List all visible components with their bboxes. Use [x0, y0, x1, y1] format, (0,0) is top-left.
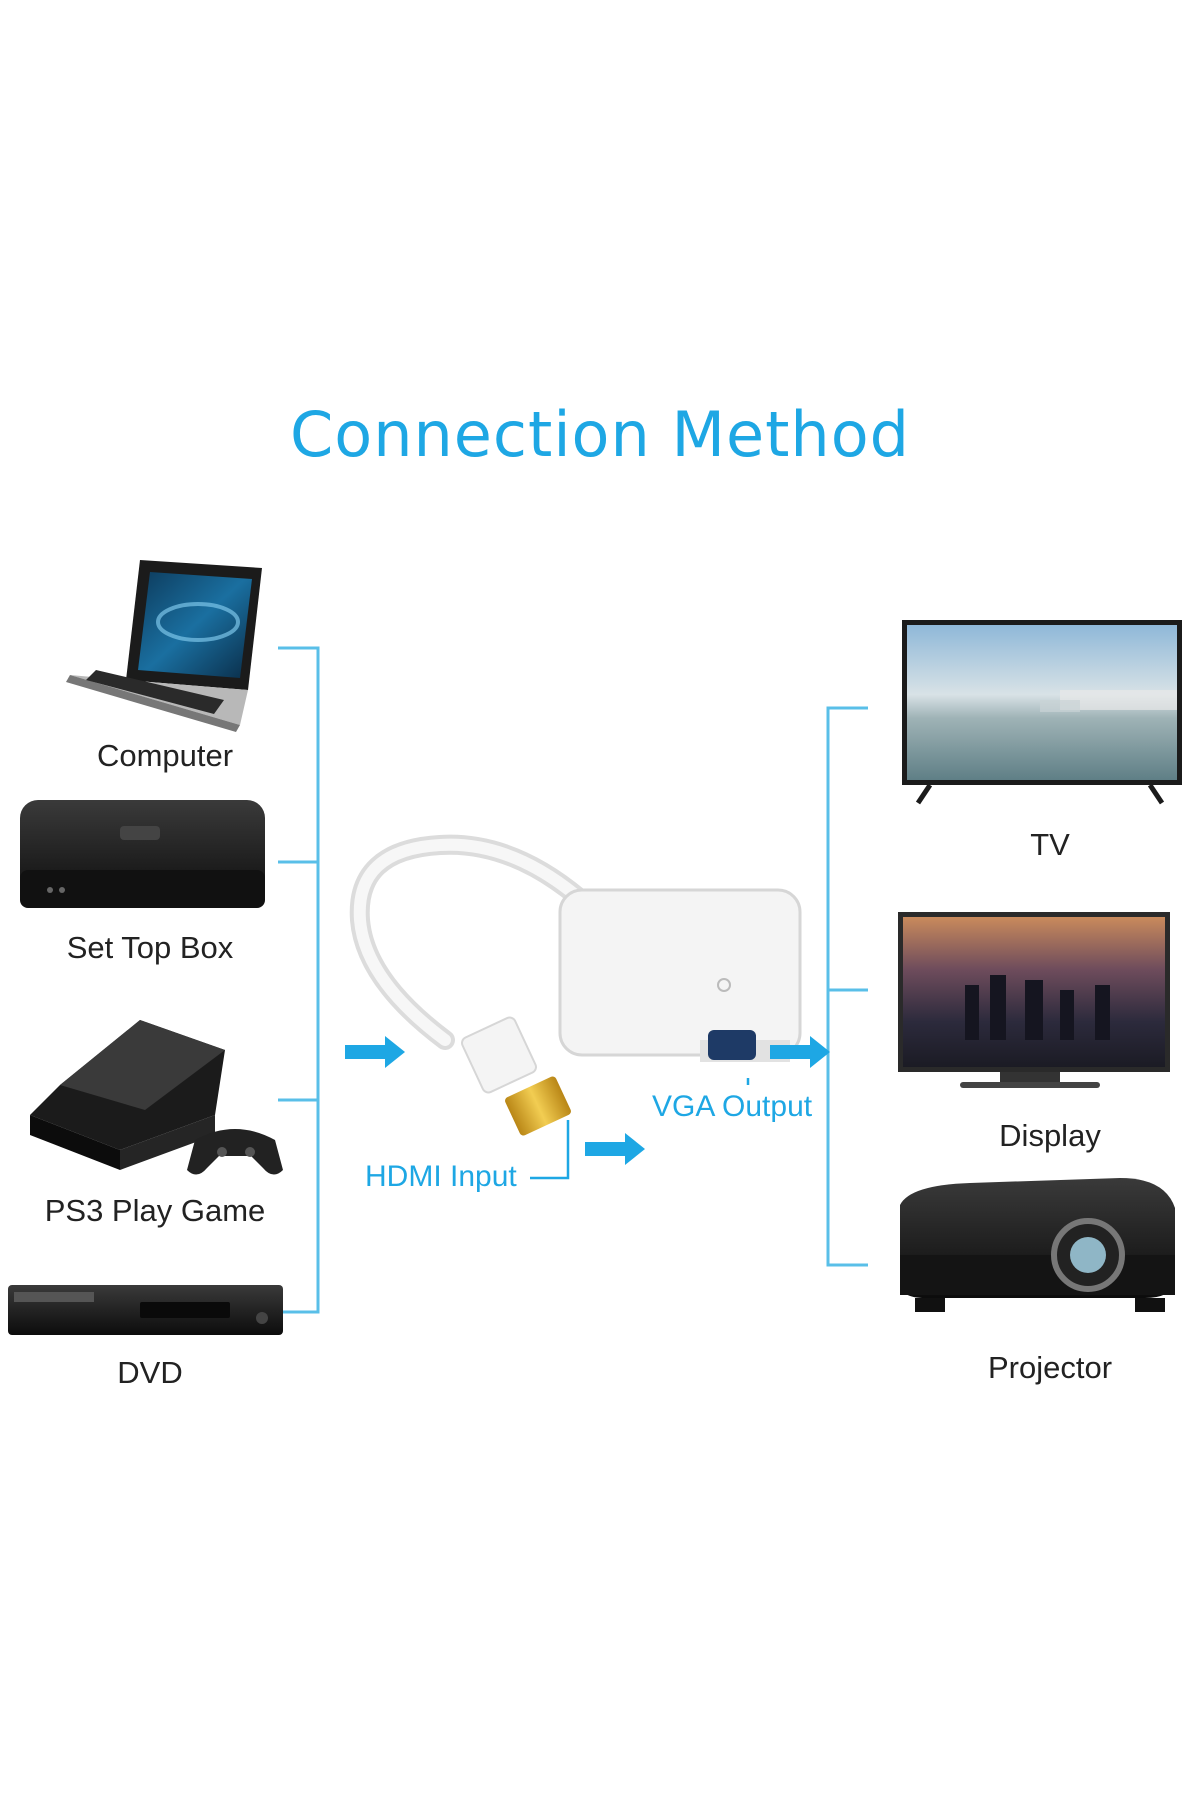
- output-label-projector: Projector: [987, 1350, 1113, 1385]
- source-label-set-top-box: Set Top Box: [66, 930, 234, 965]
- vga-output-label: VGA Output: [652, 1090, 813, 1123]
- source-label-computer: Computer: [96, 738, 234, 773]
- hdmi-vga-adapter: [349, 834, 802, 1136]
- page-title: Connection Method: [289, 398, 911, 471]
- output-bracket: [826, 706, 868, 1267]
- dvd-player-icon: [8, 1285, 283, 1335]
- projector-icon: [900, 1178, 1175, 1312]
- output-label-tv: TV: [1030, 827, 1070, 862]
- hdmi-input-label: HDMI Input: [365, 1160, 517, 1193]
- monitor-icon: [898, 912, 1170, 1088]
- source-bracket: [278, 646, 320, 1314]
- arrow-icon: [770, 1036, 830, 1068]
- port-pointers: [530, 1078, 750, 1180]
- source-label-dvd: DVD: [117, 1355, 183, 1390]
- arrow-icon: [345, 1036, 405, 1068]
- arrow-icon: [585, 1133, 645, 1165]
- output-label-display: Display: [999, 1118, 1101, 1153]
- flow-arrows: [345, 1036, 830, 1165]
- ps3-console-icon: [30, 1020, 283, 1175]
- laptop-icon: [66, 560, 262, 732]
- set-top-box-icon: [20, 800, 265, 908]
- tv-icon: [902, 620, 1182, 805]
- source-label-ps3: PS3 Play Game: [44, 1193, 266, 1228]
